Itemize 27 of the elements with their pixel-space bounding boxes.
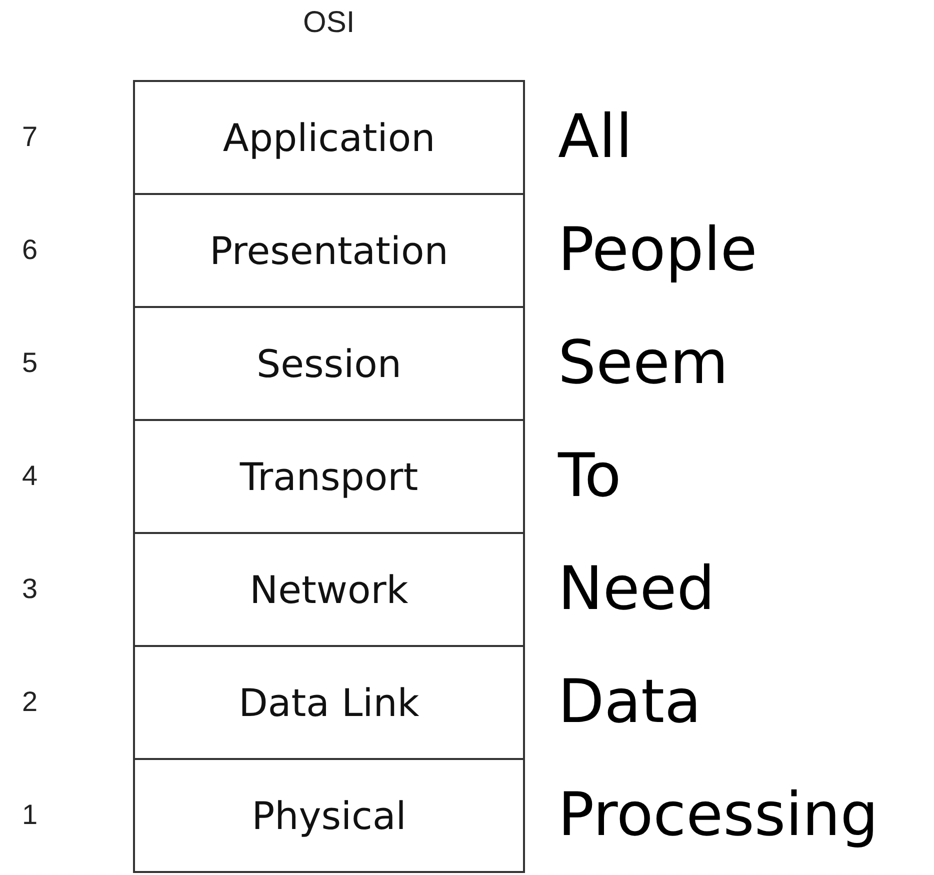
layer-box — [133, 193, 525, 308]
layer-box — [133, 645, 525, 760]
layer-name: Network — [250, 568, 408, 612]
mnemonic-word: To — [558, 446, 622, 506]
mnemonic-word: Seem — [558, 332, 728, 392]
layer-number: 7 — [22, 120, 38, 152]
layer-number: 4 — [22, 460, 38, 492]
mnemonic-word: All — [558, 106, 632, 166]
layer-box — [133, 758, 525, 873]
layer-box — [133, 419, 525, 534]
layer-box — [133, 532, 525, 647]
layer-number: 3 — [22, 572, 38, 604]
layer-name: Physical — [252, 794, 406, 838]
mnemonic-word: Need — [558, 558, 715, 618]
title: OSI — [303, 6, 355, 40]
layer-name: Session — [256, 342, 402, 386]
layer-box — [133, 80, 525, 195]
layer-number: 6 — [22, 234, 38, 266]
layer-name: Data Link — [238, 680, 420, 724]
layer-number: 1 — [22, 798, 38, 830]
layer-box — [133, 306, 525, 421]
layer-name: Application — [222, 116, 436, 160]
mnemonic-word: Data — [558, 672, 702, 732]
layer-number: 2 — [22, 686, 38, 718]
layer-name: Presentation — [210, 228, 448, 272]
layer-number: 5 — [22, 346, 38, 378]
layer-name: Transport — [240, 454, 418, 498]
